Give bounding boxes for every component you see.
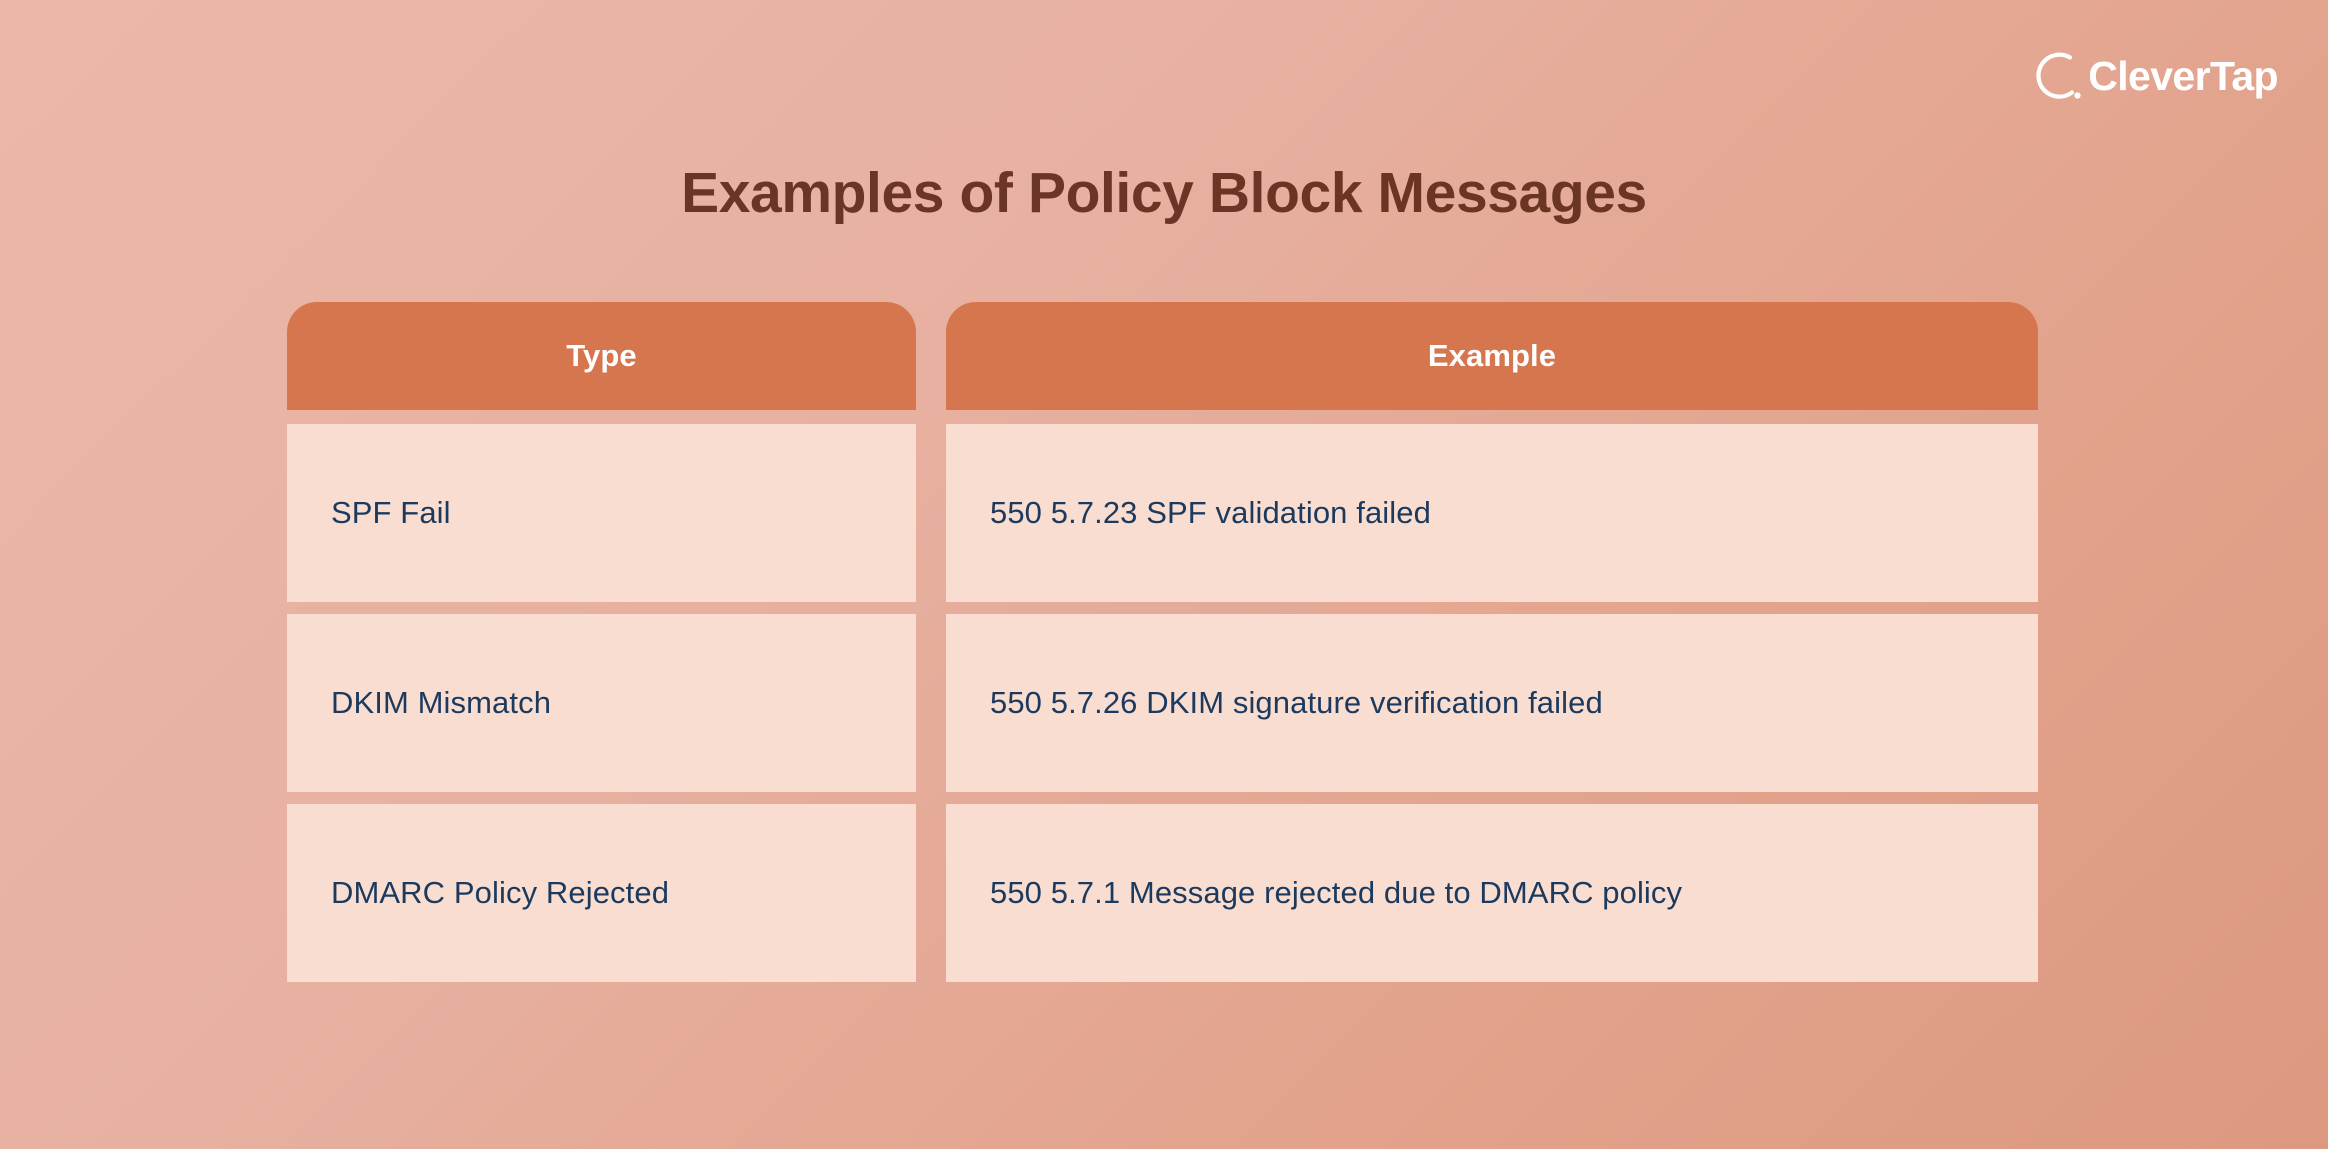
cell-example-label: 550 5.7.26 DKIM signature verification f…: [990, 685, 1603, 720]
cell-type: DMARC Policy Rejected: [287, 804, 916, 982]
row-spacer: [287, 602, 2038, 614]
policy-block-messages-table: Type Example SPF Fail 550 5.7.23 SPF val…: [287, 302, 2038, 982]
table-row: DMARC Policy Rejected 550 5.7.1 Message …: [287, 804, 2038, 982]
page-title: Examples of Policy Block Messages: [681, 161, 1647, 225]
cell-type: SPF Fail: [287, 424, 916, 602]
cell-example: 550 5.7.1 Message rejected due to DMARC …: [946, 804, 2038, 982]
header-body-spacer: [287, 410, 2038, 424]
table-header-row: Type Example: [287, 302, 2038, 410]
clevertap-wordmark: CleverTap: [2088, 52, 2278, 99]
column-header-type: Type: [287, 302, 916, 410]
column-header-type-label: Type: [566, 338, 637, 373]
cell-example: 550 5.7.23 SPF validation failed: [946, 424, 2038, 602]
clevertap-logo: CleverTap: [2032, 44, 2279, 108]
column-header-example: Example: [946, 302, 2038, 410]
row-spacer: [287, 792, 2038, 804]
column-header-example-label: Example: [1427, 338, 1557, 373]
table-row: DKIM Mismatch 550 5.7.26 DKIM signature …: [287, 614, 2038, 792]
cell-example: 550 5.7.26 DKIM signature verification f…: [946, 614, 2038, 792]
cell-example-label: 550 5.7.1 Message rejected due to DMARC …: [990, 875, 1683, 910]
cell-example-label: 550 5.7.23 SPF validation failed: [990, 495, 1431, 530]
cell-type-label: SPF Fail: [331, 495, 451, 530]
clevertap-arc-logo-icon: [2036, 52, 2081, 99]
cell-type-label: DMARC Policy Rejected: [331, 875, 670, 910]
cell-type: DKIM Mismatch: [287, 614, 916, 792]
cell-type-label: DKIM Mismatch: [331, 685, 552, 720]
table-row: SPF Fail 550 5.7.23 SPF validation faile…: [287, 424, 2038, 602]
